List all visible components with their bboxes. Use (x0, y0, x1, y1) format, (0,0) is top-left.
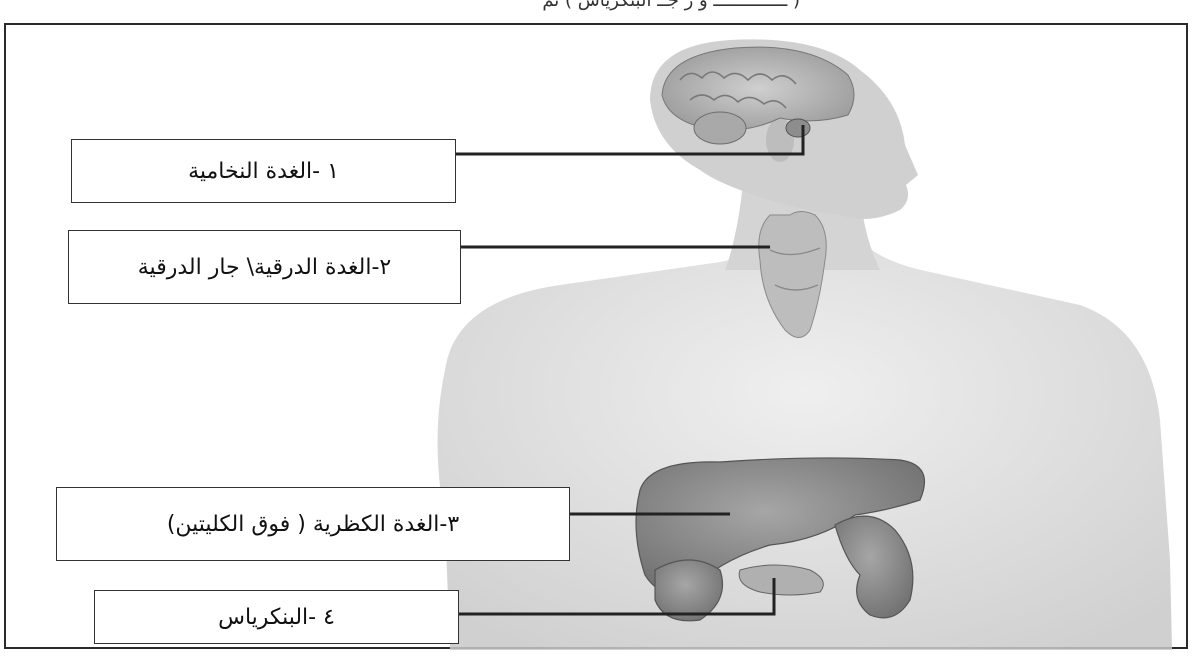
label-adrenal-gland: ٣-الغدة الكظرية ( فوق الكليتين) (56, 487, 570, 561)
label-adrenal-gland-text: ٣-الغدة الكظرية ( فوق الكليتين) (167, 512, 459, 537)
label-pancreas: ٤ -البنكرياس (94, 590, 459, 644)
pituitary-gland (786, 119, 810, 137)
label-pancreas-text: ٤ -البنكرياس (218, 605, 335, 630)
cerebellum (694, 112, 746, 144)
label-pituitary-gland: ١ -الغدة النخامية (71, 139, 456, 203)
label-thyroid-gland: ٢-الغدة الدرقية\ جار الدرقية (68, 230, 461, 304)
label-pituitary-gland-text: ١ -الغدة النخامية (188, 159, 339, 184)
label-thyroid-gland-text: ٢-الغدة الدرقية\ جار الدرقية (138, 255, 391, 280)
